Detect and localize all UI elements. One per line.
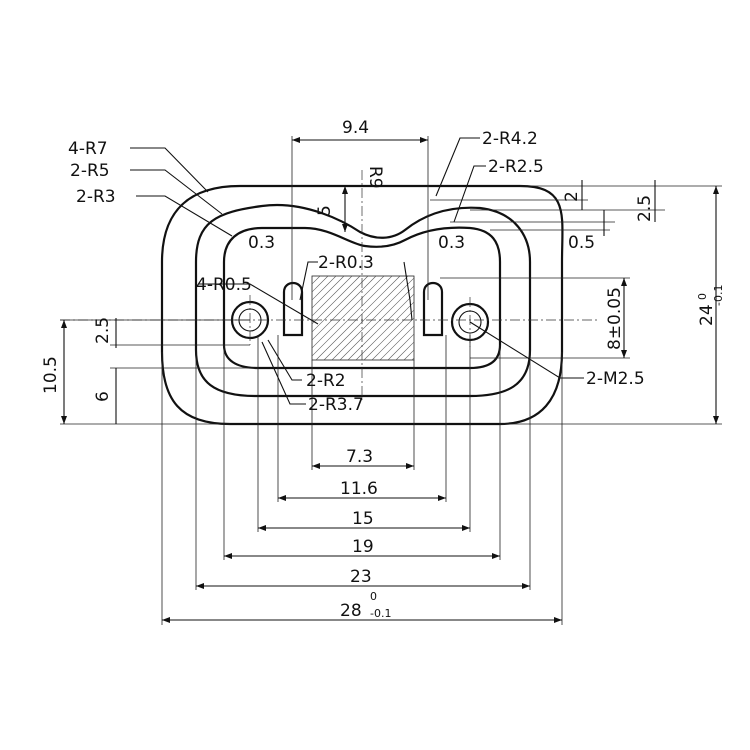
dim-2-5-left: 2.5: [93, 317, 113, 344]
hatch-line: [339, 285, 414, 360]
dim-23: 23: [350, 567, 372, 587]
dim-2-5-right: 2.5: [635, 195, 655, 222]
label-2-r3-7: 2-R3.7: [308, 395, 364, 415]
dim-10-5: 10.5: [41, 356, 61, 394]
right-slot: [422, 281, 444, 337]
label-4-r7: 4-R7: [68, 139, 108, 159]
hatch-line: [387, 333, 414, 360]
hatch-line: [312, 276, 393, 357]
dim-0-5: 0.5: [568, 233, 595, 253]
leader-lines: [130, 137, 584, 405]
hatch-line: [312, 276, 377, 341]
label-gap-right: 0.3: [438, 233, 465, 253]
dim-5: 5: [315, 205, 335, 216]
hatch-line: [363, 309, 414, 360]
arrowheads: [61, 137, 719, 623]
dim-8-005: 8±0.05: [605, 287, 625, 350]
hatched-region: [311, 275, 415, 361]
extension-lines: [60, 136, 722, 625]
hatch-line: [379, 325, 414, 360]
hatch-line: [395, 341, 414, 360]
dim-24-lower: -0.1: [712, 285, 725, 306]
hatch-line: [312, 276, 345, 309]
hatch-line: [371, 317, 414, 360]
dim-28-lower: -0.1: [370, 607, 391, 620]
dim-9-4: 9.4: [342, 118, 369, 138]
hatch-line: [312, 276, 353, 317]
label-2-r4-2: 2-R4.2: [482, 129, 538, 149]
dim-28: 28: [340, 601, 362, 621]
hatch-line: [315, 276, 401, 360]
label-r9: R9: [365, 166, 385, 189]
label-2-r5: 2-R5: [70, 161, 110, 181]
hatch-line: [347, 293, 414, 360]
label-2-r2-5: 2-R2.5: [488, 157, 544, 177]
hatch-line: [312, 276, 329, 293]
hatch-line: [331, 277, 414, 360]
label-2-r2: 2-R2: [306, 371, 346, 391]
hatch-line: [312, 276, 385, 349]
dim-28-upper: 0: [370, 590, 377, 603]
hatch-line: [312, 276, 337, 301]
dim-6: 6: [93, 391, 113, 402]
hatch-line: [312, 276, 361, 325]
hatch-line: [355, 301, 414, 360]
dim-2: 2: [562, 191, 582, 202]
dim-15: 15: [352, 509, 374, 529]
label-2-m2-5: 2-M2.5: [586, 369, 645, 389]
dim-24-upper: 0: [696, 293, 709, 300]
dim-7-3: 7.3: [346, 447, 373, 467]
dim-24: 24: [697, 304, 717, 326]
label-gap-left: 0.3: [248, 233, 275, 253]
label-2-r0-3: 2-R0.3: [318, 253, 374, 273]
outer-outline: [160, 184, 564, 426]
left-slot: [282, 281, 304, 337]
dim-11-6: 11.6: [340, 479, 378, 499]
hatch-line: [312, 276, 369, 333]
hatch-line: [323, 276, 409, 360]
dim-19: 19: [352, 537, 374, 557]
label-2-r3: 2-R3: [76, 187, 116, 207]
label-4-r0-5: 4-R0.5: [196, 275, 252, 295]
